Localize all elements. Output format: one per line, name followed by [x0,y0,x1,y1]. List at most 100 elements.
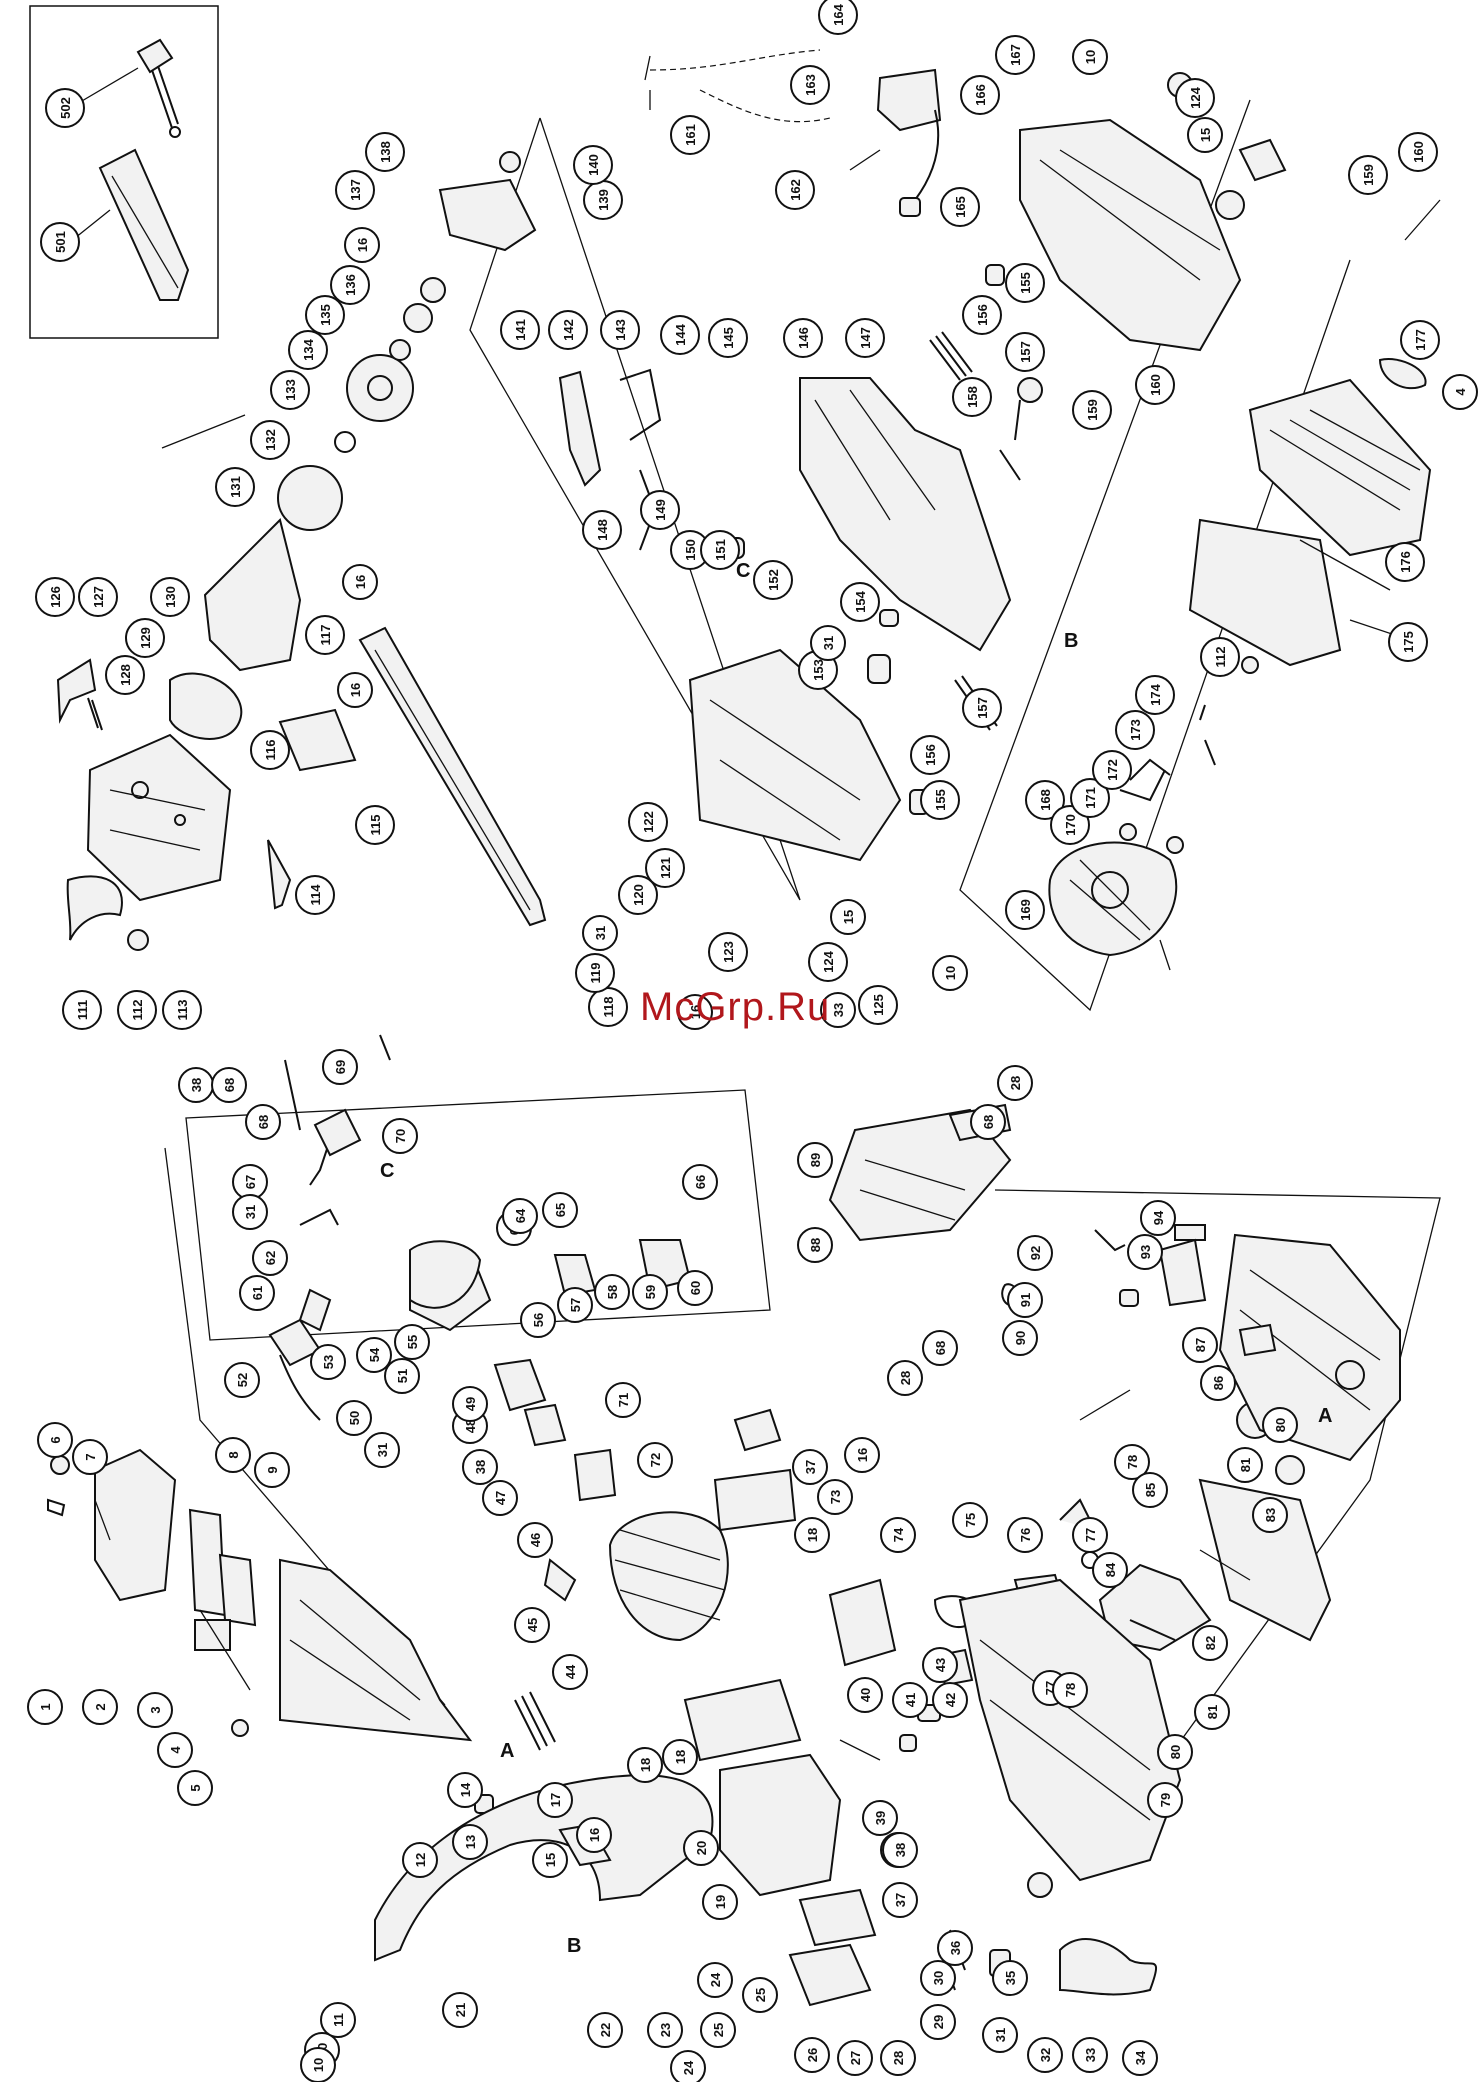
callout-number: 13 [463,1835,478,1849]
callout-circle [1122,2040,1158,2076]
callout-133: 133 [270,370,310,410]
callout-41: 41 [892,1682,928,1718]
callout-number: 10 [943,966,958,980]
callout-circle [37,1422,73,1458]
callout-number: 38 [189,1078,204,1092]
callout-number: 160 [1148,374,1163,396]
callout-circle [920,780,960,820]
callout-number: 68 [981,1115,996,1129]
callout-number: 155 [1018,272,1033,294]
callout-circle [677,1270,713,1306]
callout-68: 68 [970,1104,1006,1140]
callout-number: 158 [965,386,980,408]
callout-number: 16 [355,238,370,252]
callout-number: 121 [658,857,673,879]
callout-circle [845,318,885,358]
callout-circle [520,1302,556,1338]
callout-42: 42 [932,1682,968,1718]
callout-31: 31 [810,625,846,661]
callout-number: 140 [586,154,601,176]
callout-circle [995,35,1035,75]
callout-number: 148 [595,519,610,541]
callout-number: 18 [673,1750,688,1764]
callout-circle [683,1830,719,1866]
callout-58: 58 [594,1274,630,1310]
callout-number: 153 [811,659,826,681]
callout-number: 19 [713,1895,728,1909]
callout-circle [35,577,75,617]
callout-circle [532,1842,568,1878]
callout-number: 10 [311,2058,326,2072]
callout-150: 150 [670,530,710,570]
callout-154: 154 [840,582,880,622]
callout-166: 166 [960,75,1000,115]
callout-33: 33 [820,992,856,1028]
callout-number: 156 [975,304,990,326]
callout-number: 31 [375,1443,390,1457]
callout-number: 49 [463,1397,478,1411]
hand-guard-drawing [203,518,302,672]
callout-circle [1398,132,1438,172]
cylinder-gasket-drawing [828,1578,897,1667]
callout-72: 72 [637,1442,673,1478]
callout-circle [632,1274,668,1310]
callout-number: 33 [1083,2048,1098,2062]
callout-number: 68 [933,1341,948,1355]
callout-number: 152 [766,569,781,591]
callout-circle [335,170,375,210]
callout-86: 86 [1200,1365,1236,1401]
callout-number: 122 [641,811,656,833]
callout-circle [797,1227,833,1263]
callout-circle [992,1960,1028,1996]
callout-number: 44 [563,1664,578,1679]
chassis-drawing [688,648,902,862]
callout-number: 177 [1413,329,1428,351]
callout-circle [618,875,658,915]
callout-number: 43 [933,1658,948,1672]
callout-circle [177,1770,213,1806]
callout-2: 2 [82,1689,118,1725]
callout-circle [892,1682,928,1718]
callout-23: 23 [647,2012,683,2048]
callout-144: 144 [660,315,700,355]
callout-177: 177 [1400,320,1440,360]
callout-circle [792,1449,828,1485]
callout-circle [157,1732,193,1768]
callout-number: 124 [821,950,836,972]
callout-151: 151 [700,530,740,570]
callout-30: 30 [920,1960,956,1996]
callout-160: 160 [1135,365,1175,405]
callout-number: 35 [1003,1971,1018,1985]
callout-number: 37 [893,1893,908,1907]
callout-circle [232,1194,268,1230]
callout-number: 67 [243,1175,258,1189]
spark-plug-wrench-drawing [136,38,181,138]
callout-173: 173 [1115,710,1155,750]
callout-25: 25 [700,2012,736,2048]
callout-circle [394,1324,430,1360]
callout-circle [1200,637,1240,677]
callout-circle [1192,1625,1228,1661]
callout-134: 134 [288,330,328,370]
callout-67: 67 [232,1164,268,1200]
callout-24: 24 [697,1962,733,1998]
callout-502: 502 [45,88,85,128]
callout-circle [1114,1444,1150,1480]
callout-number: 39 [873,1811,888,1825]
callout-number: 32 [1038,2048,1053,2062]
callout-number: 80 [1273,1418,1288,1432]
callout-number: 31 [821,636,836,650]
ref-letter-a-left: A [500,1740,515,1762]
callout-circle [818,0,858,35]
callout-number: 37 [803,1460,818,1474]
callout-163: 163 [790,65,830,105]
ref-letter-c-mid: C [380,1160,395,1182]
callout-118: 118 [588,987,628,1027]
callout-number: 136 [343,274,358,296]
callout-112: 112 [1200,637,1240,677]
callout-circle [937,1930,973,1966]
callout-19: 19 [702,1884,738,1920]
callout-number: 171 [1083,787,1098,809]
fan-cover-drawing [1188,518,1342,667]
callout-circle [1252,1497,1288,1533]
